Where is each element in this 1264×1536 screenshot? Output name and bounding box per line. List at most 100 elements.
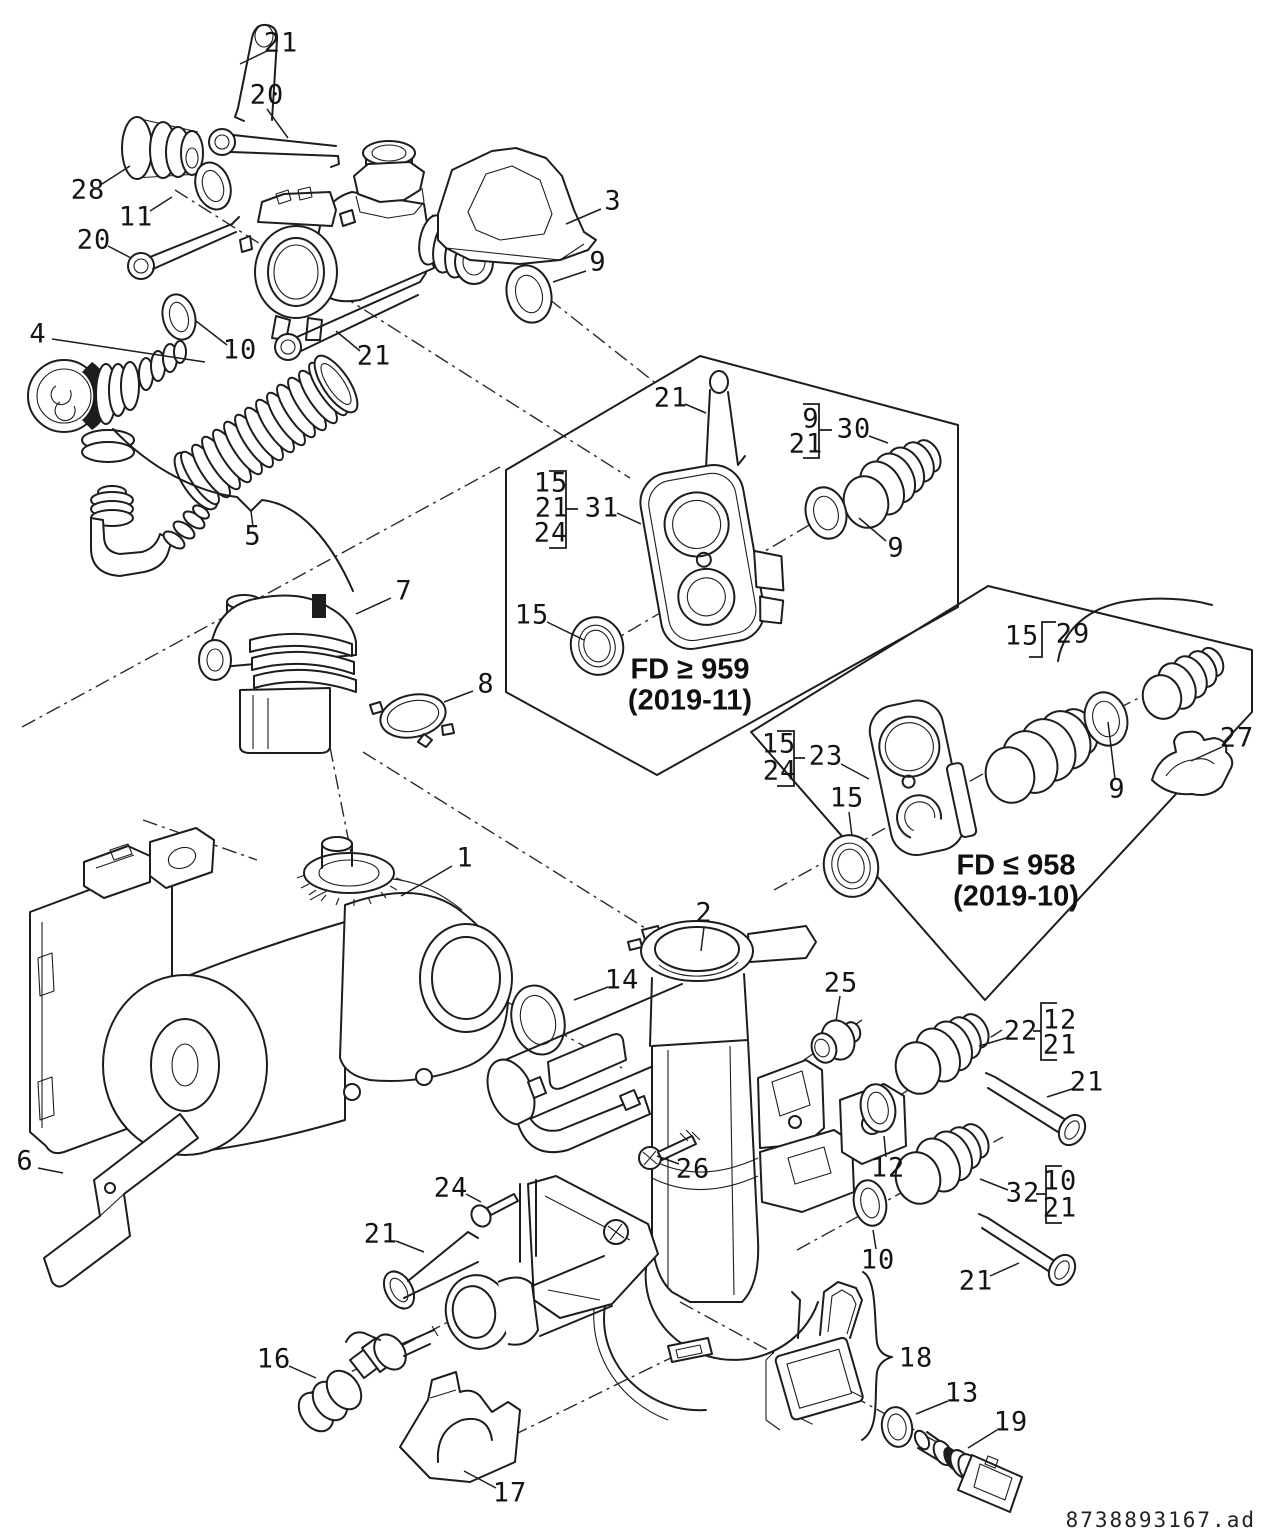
callout-leader-line: [565, 208, 602, 225]
callout-leader-line: [335, 330, 361, 352]
pump-connector-29-large: [984, 708, 1099, 804]
condensate-hose-5: [90, 354, 359, 577]
part-number-label-29: 29: [1056, 619, 1091, 650]
gasket-15-fd2: [822, 834, 880, 898]
part-number-label-21: 21: [959, 1266, 994, 1297]
o-ring-12: [859, 1083, 897, 1133]
group-brace-29: [1057, 597, 1213, 662]
part-number-label-24: 24: [434, 1173, 469, 1204]
o-ring-13: [880, 1406, 914, 1448]
part-number-label-21: 21: [1043, 1193, 1078, 1224]
part-number-label-19: 19: [994, 1407, 1029, 1438]
callout-leader-line: [840, 763, 870, 780]
gasket-15-fd1: [569, 616, 625, 676]
callout-leader-line: [51, 338, 206, 363]
callout-leader-line: [395, 1240, 425, 1253]
callout-leader-line: [239, 50, 268, 65]
callout-leader-line: [978, 1037, 1007, 1047]
document-code: 8738893167.ad: [1065, 1508, 1256, 1532]
callout-leader-line: [868, 435, 889, 444]
part-number-label-20: 20: [250, 80, 285, 111]
part-number-label-6: 6: [16, 1146, 33, 1177]
part-number-label-24: 24: [763, 756, 798, 787]
callout-leader-line: [989, 1262, 1020, 1277]
o-ring-11: [194, 161, 232, 211]
callout-leader-line: [250, 510, 254, 528]
mounting-bracket-3: [437, 147, 597, 265]
pump-flange-plate-23: [868, 699, 978, 856]
part-number-label-12: 12: [1043, 1005, 1078, 1036]
temperature-sensor-19: [913, 1429, 1023, 1513]
part-number-label-14: 14: [605, 965, 640, 996]
callout-leader-line: [967, 1429, 998, 1449]
part-number-label-21: 21: [357, 341, 392, 372]
o-ring-14: [510, 984, 566, 1056]
callout-leader-line: [1190, 746, 1223, 762]
bushing-25: [810, 1019, 862, 1064]
part-number-label-21: 21: [1043, 1030, 1078, 1061]
retaining-clip-20-upper: [208, 128, 340, 168]
callout-leader-line: [465, 1193, 482, 1203]
retaining-clip-21-right-lower: [978, 1213, 1077, 1287]
hydraulic-manifold-2: [444, 920, 907, 1421]
part-number-label-15: 15: [534, 468, 569, 499]
part-number-label-7: 7: [395, 576, 412, 607]
callout-leader-line: [1107, 721, 1116, 780]
part-number-label-9: 9: [887, 533, 904, 564]
callout-leader-line: [700, 926, 705, 952]
fd-le-958-label: FD ≤ 958: [956, 850, 1075, 882]
retaining-plate-17: [399, 1371, 521, 1483]
part-number-label-3: 3: [604, 186, 621, 217]
part-number-label-9: 9: [1108, 774, 1125, 805]
push-fit-connector-28: [121, 116, 204, 180]
part-number-label-10: 10: [1043, 1166, 1078, 1197]
callout-leader-line: [848, 811, 853, 837]
callout-leader-line: [1046, 1088, 1073, 1098]
retaining-clip-21-right-upper: [985, 1072, 1087, 1147]
pump-connector-30: [842, 439, 942, 529]
part-number-label-21: 21: [789, 429, 824, 460]
callout-leader-line: [266, 108, 289, 139]
part-number-label-9: 9: [589, 247, 606, 278]
part-number-label-13: 13: [945, 1378, 980, 1409]
part-number-label-10: 10: [223, 335, 258, 366]
part-number-label-22: 22: [1004, 1016, 1039, 1047]
pump-bracket-6: [43, 1113, 199, 1288]
part-number-label-24: 24: [534, 518, 569, 549]
return-connector-22: [894, 1013, 990, 1095]
fd-ge-959-label: (2019-11): [628, 685, 752, 717]
part-number-label-23: 23: [809, 741, 844, 772]
retaining-clip-21-top: [234, 23, 279, 122]
part-number-label-32: 32: [1006, 1178, 1041, 1209]
clamp-ring-8: [369, 693, 455, 748]
fd-le-958-label: (2019-10): [953, 881, 1079, 913]
condition-box-fd-le-958: [750, 585, 1253, 1001]
air-vent-valve-7: [198, 594, 357, 754]
part-number-label-15: 15: [762, 729, 797, 760]
part-number-label-4: 4: [29, 319, 46, 350]
pump-connector-29-small: [1141, 646, 1225, 720]
part-number-label-15: 15: [830, 783, 865, 814]
part-number-label-21: 21: [1070, 1067, 1105, 1098]
part-number-label-2: 2: [695, 898, 712, 929]
part-number-label-26: 26: [676, 1154, 711, 1185]
callout-leader-line: [684, 403, 707, 414]
part-number-label-11: 11: [119, 202, 154, 233]
callout-leader-line: [858, 517, 887, 542]
callout-leader-line: [195, 320, 228, 346]
retaining-clip-21-middle: [274, 272, 427, 361]
screw-24: [470, 1193, 519, 1228]
retaining-clip-21-fd1: [705, 370, 746, 469]
callout-leader-line: [872, 1229, 877, 1250]
callout-leader-line: [107, 245, 132, 259]
part-number-label-25: 25: [824, 968, 859, 999]
callout-leader-line: [552, 270, 587, 283]
part-number-label-12: 12: [871, 1153, 906, 1184]
part-number-label-18: 18: [899, 1343, 934, 1374]
mixer-valve-body: [239, 140, 494, 341]
callout-leader-line: [979, 1178, 1009, 1191]
part-number-label-21: 21: [264, 28, 299, 59]
pressure-relief-valve-4: [27, 340, 187, 463]
